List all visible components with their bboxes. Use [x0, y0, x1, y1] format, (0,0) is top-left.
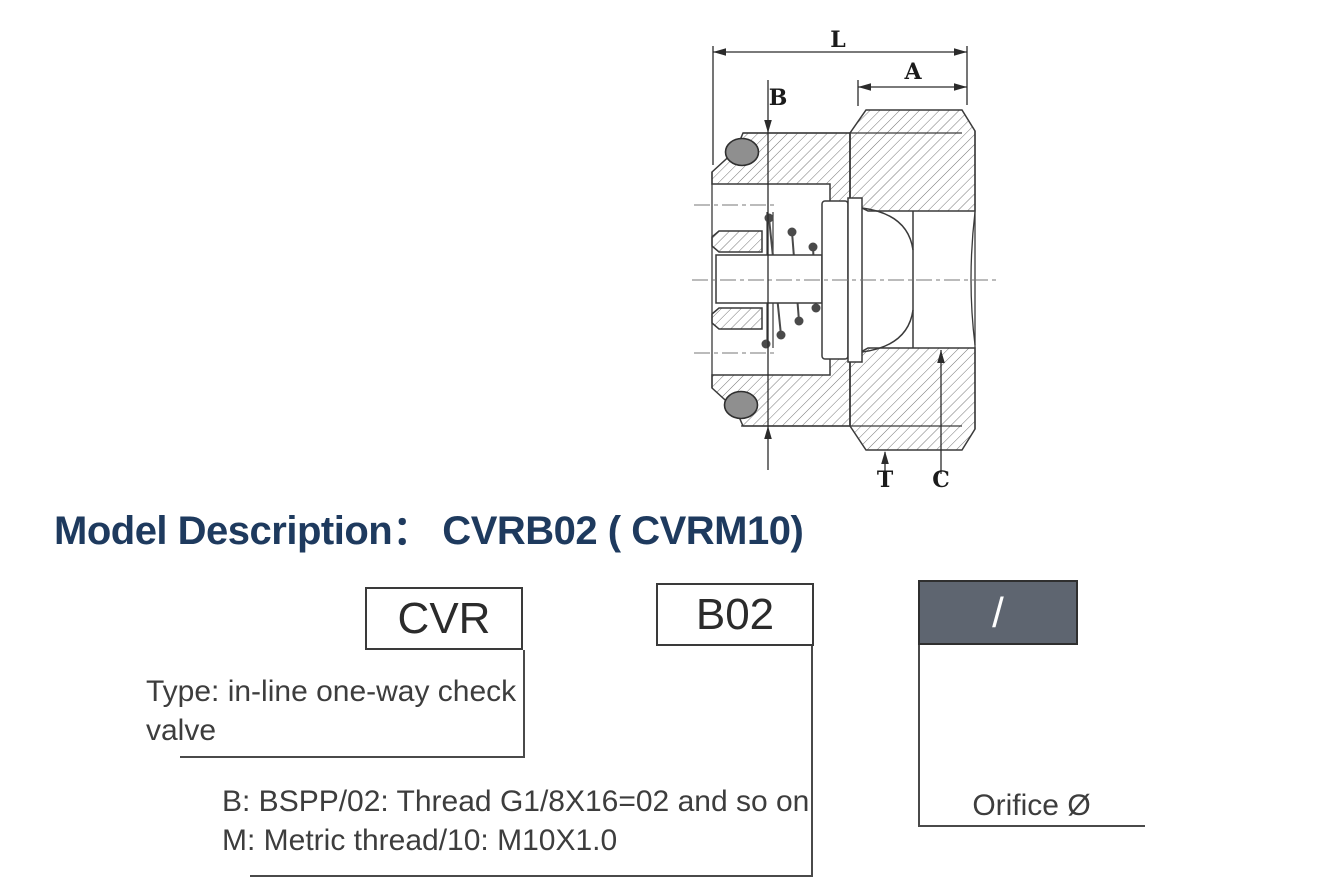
dim-label-T: T [876, 467, 894, 493]
type-note: Type: in-line one-way check valve [146, 675, 517, 747]
type-code-box: CVR [365, 587, 523, 650]
dimension-lines [712, 46, 968, 474]
thread-note: B: BSPP/02: Thread G1/8X16=02 and so on … [222, 782, 832, 860]
orifice-code-label: / [992, 588, 1004, 636]
thread-code-connector-line [250, 646, 813, 877]
valve-cross-section-drawing [692, 46, 998, 474]
o-ring-bottom [723, 390, 759, 420]
thread-note-line-2: M: Metric thread/10: M10X1.0 [222, 824, 618, 857]
bore-back-wall [970, 211, 976, 346]
poppet-ball [861, 207, 914, 353]
dim-label-L: L [830, 27, 846, 53]
type-code-label: CVR [397, 593, 491, 643]
thread-section-top [711, 230, 763, 253]
thread-section-bottom [711, 307, 763, 330]
dim-label-A: A [904, 59, 922, 85]
o-ring-top [724, 137, 760, 167]
hex-body-bottom-section [849, 347, 976, 451]
thread-note-line-1: B: BSPP/02: Thread G1/8X16=02 and so on [222, 785, 810, 818]
dim-label-C: C [932, 467, 950, 493]
type-code-connector-line [180, 650, 525, 758]
orifice-note: Orifice Ø [972, 789, 1091, 822]
orifice-code-box: / [918, 580, 1078, 645]
dimension-arrowheads [713, 48, 967, 464]
thread-code-box: B02 [656, 583, 814, 646]
poppet-stem [715, 254, 823, 304]
centerlines [692, 204, 998, 354]
hex-body-top-section [849, 109, 976, 212]
model-heading: Model Description： CVRB02 ( CVRM10) [54, 509, 804, 553]
orifice-code-connector-line [918, 645, 1145, 827]
thread-code-label: B02 [695, 589, 775, 639]
dim-label-B: B [768, 85, 788, 111]
